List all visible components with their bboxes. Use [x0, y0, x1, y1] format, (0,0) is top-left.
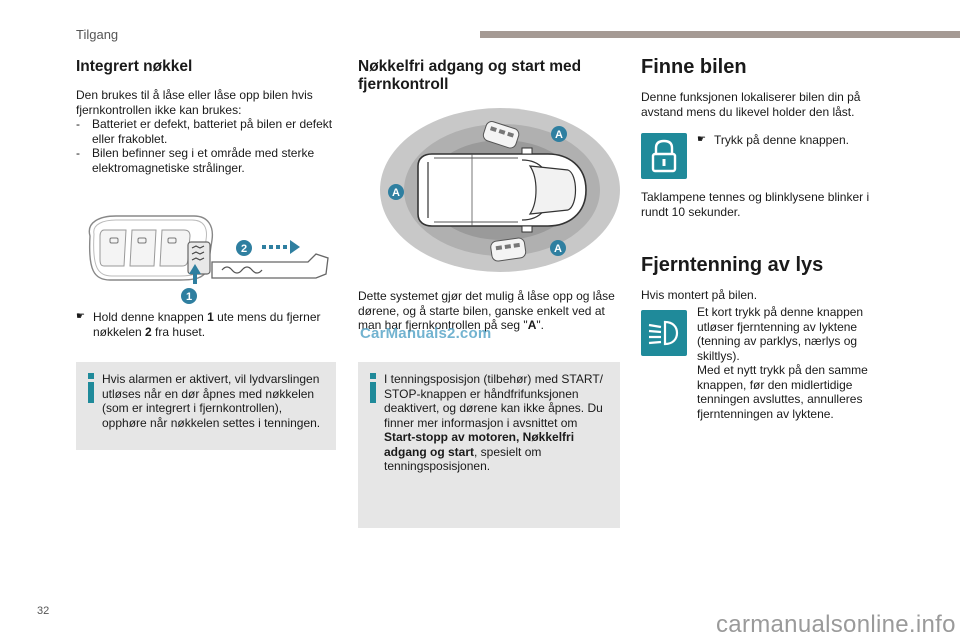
heading-integrated-key: Integrert nøkkel: [76, 58, 193, 75]
step-press-button: ☛Trykk på denne knappen.: [697, 133, 849, 147]
lights-tile: [641, 310, 687, 356]
heading-find-car: Finne bilen: [641, 56, 747, 78]
zone-label-bottom: A: [554, 243, 562, 255]
car-zone-illustration: A A A: [380, 108, 620, 272]
callout-1: 1: [186, 291, 192, 303]
header-bar: [480, 31, 960, 38]
intro-text: Den brukes til å låse eller låse opp bil…: [76, 88, 313, 117]
remote-lights-info: Et kort trykk på denne knappen utløser f…: [697, 305, 868, 421]
find-car-result: Taklampene tennes og blinklysene blinker…: [641, 190, 870, 219]
key-illustration: 2 1: [88, 215, 329, 304]
section-label: Tilgang: [76, 27, 119, 42]
padlock-icon: [651, 139, 677, 173]
ignition-note: I tenningsposisjon (tilbehør) med START/…: [358, 362, 620, 528]
pointer-icon: ☛: [76, 311, 85, 322]
column-keyless: Nøkkelfri adgang og start med fjernkontr…: [358, 58, 620, 106]
bullet-list: -Batteriet er defekt, batteriet på bilen…: [76, 117, 338, 175]
callout-2: 2: [241, 243, 247, 255]
find-car-description: Denne funksjonen lokaliserer bilen din p…: [641, 90, 861, 119]
list-item: -Bilen befinner seg i et område med ster…: [76, 146, 315, 175]
remote-lights-section: Fjerntenning av lys Hvis montert på bile…: [641, 254, 891, 303]
step-hold-button: ☛ Hold denne knappen 1 ute mens du fjern…: [76, 310, 321, 339]
list-item: -Batteriet er defekt, batteriet på bilen…: [76, 117, 333, 146]
headlight-icon: [648, 320, 679, 346]
info-icon: [88, 373, 94, 403]
watermark-bottom: carmanualsonline.info: [716, 611, 956, 638]
remote-lights-fitted: Hvis montert på bilen.: [641, 288, 758, 302]
lock-tile: [641, 133, 687, 179]
pointer-icon: ☛: [697, 134, 706, 145]
heading-keyless: Nøkkelfri adgang og start med fjernkontr…: [358, 58, 582, 93]
alarm-note: Hvis alarmen er aktivert, vil lydvarslin…: [76, 362, 336, 450]
page-number: 32: [37, 605, 50, 617]
heading-remote-lights: Fjerntenning av lys: [641, 254, 824, 276]
column-integrated-key: Integrert nøkkel Den brukes til å låse e…: [76, 58, 338, 175]
zone-label-left: A: [392, 187, 400, 199]
keyless-description: Dette systemet gjør det mulig å låse opp…: [358, 289, 615, 332]
column-find-car: Finne bilen Denne funksjonen lokaliserer…: [641, 56, 891, 119]
watermark-mid: CarManuals2.com: [360, 325, 492, 342]
zone-label-top: A: [555, 129, 563, 141]
info-icon: [370, 373, 376, 403]
